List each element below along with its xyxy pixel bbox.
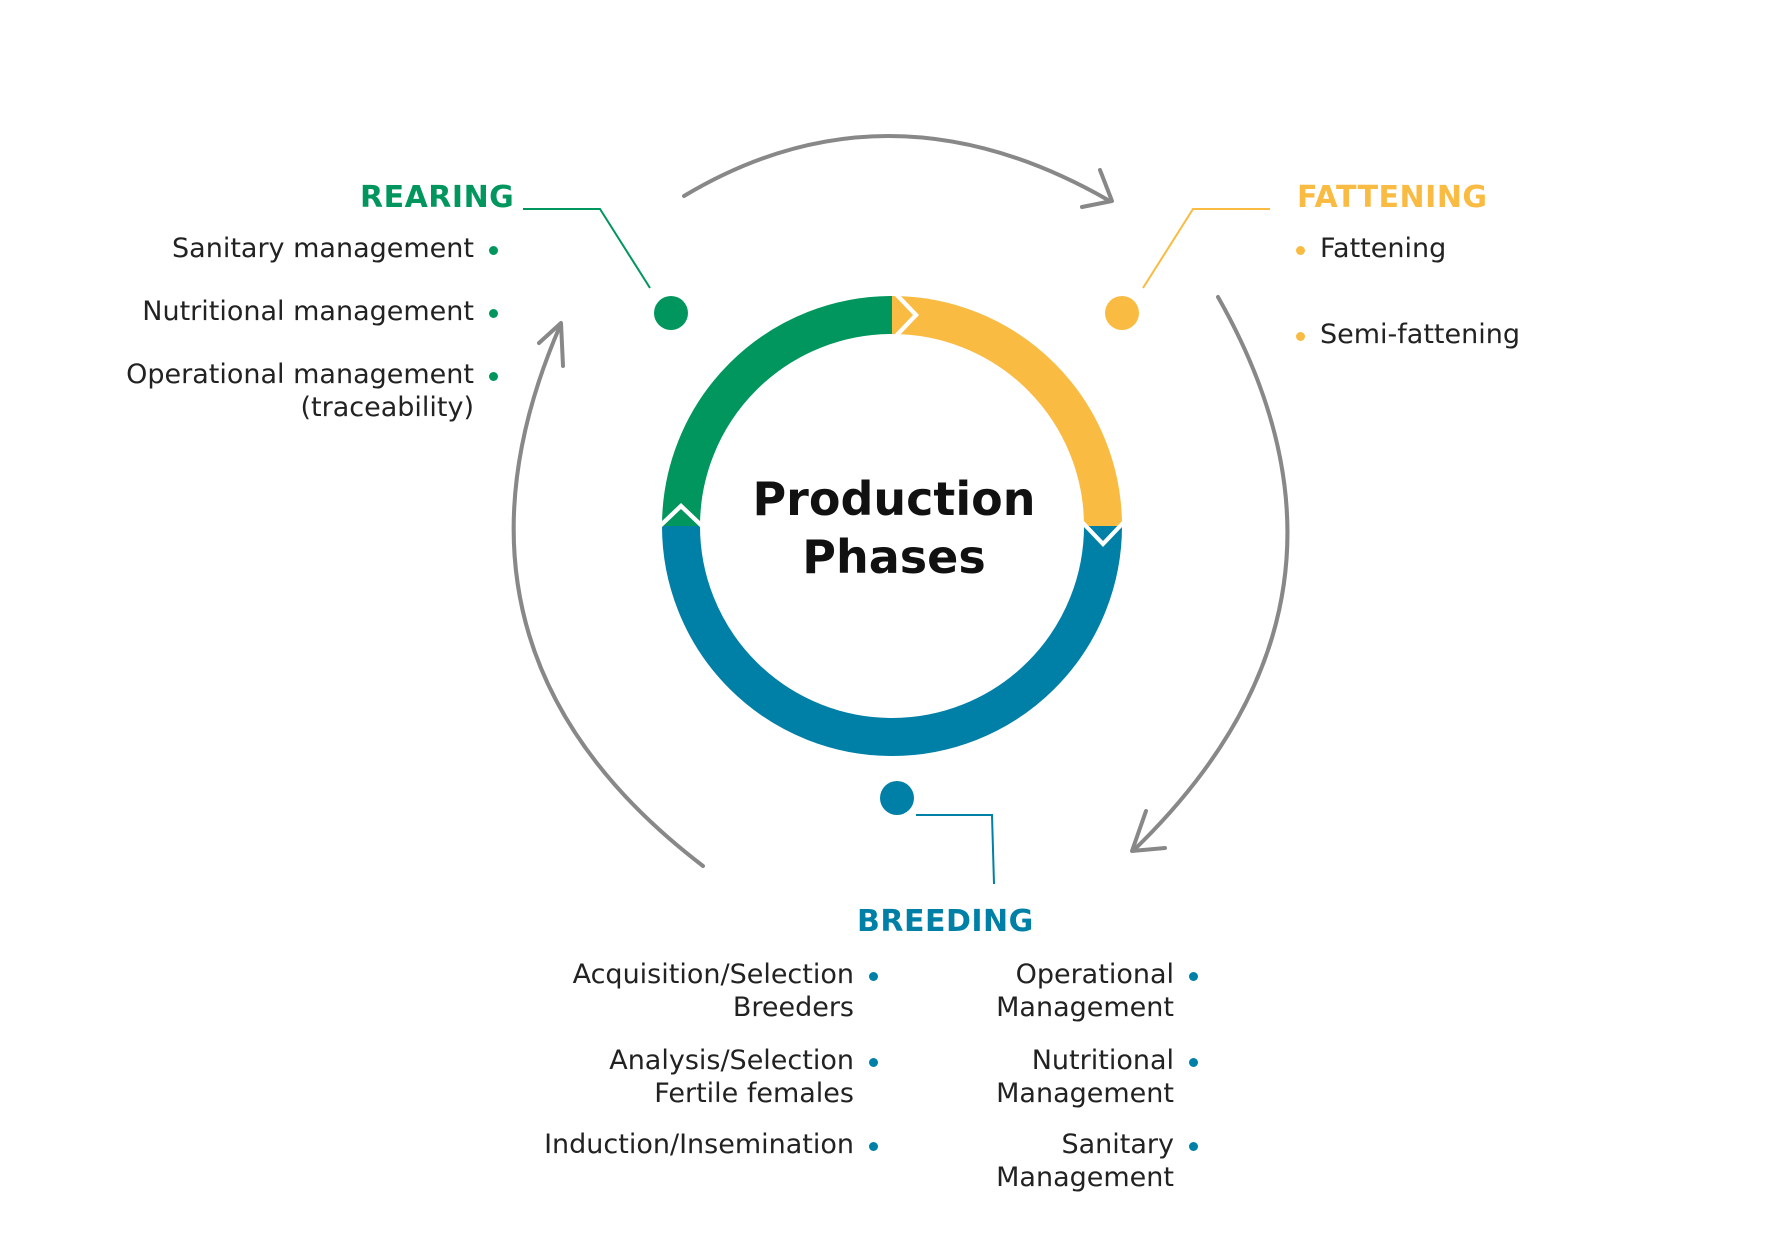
bullet-dot-icon — [489, 372, 498, 381]
breeding-connector-line — [916, 814, 995, 885]
list-item-text: Nutritional — [1031, 1045, 1174, 1076]
list-item-text-line2: Management — [996, 1078, 1174, 1109]
bullet-dot-icon — [1296, 246, 1305, 255]
list-item: Sanitary Management — [938, 1128, 1198, 1194]
ring-segment-fattening — [891, 296, 1122, 527]
center-title-line1: Production — [752, 472, 1036, 526]
breeding-list-right: Operational Management Nutritional Manag… — [938, 958, 1198, 1194]
bullet-dot-icon — [1189, 1142, 1198, 1151]
bullet-dot-icon — [489, 309, 498, 318]
list-item-text-line2: Management — [996, 1162, 1174, 1193]
bullet-dot-icon — [1189, 1058, 1198, 1067]
rearing-title: REARING — [360, 180, 515, 215]
rearing-marker-dot — [654, 296, 688, 330]
bullet-dot-icon — [869, 1142, 878, 1151]
ring-chevron-left-icon — [661, 503, 701, 528]
list-item-text: Operational management — [126, 359, 474, 390]
cycle-arrow-head-right-icon — [1130, 809, 1167, 853]
cycle-arrow-breeding-to-rearing — [511, 324, 705, 868]
fattening-marker-dot — [1105, 296, 1139, 330]
list-item-text: Sanitary — [1061, 1129, 1174, 1160]
list-item-text: Semi-fattening — [1320, 319, 1520, 350]
fattening-title: FATTENING — [1297, 180, 1488, 215]
list-item-text: Induction/Insemination — [544, 1129, 854, 1160]
ring-chevron-top-icon — [893, 294, 919, 336]
bullet-dot-icon — [1189, 972, 1198, 981]
list-item: Fattening — [1296, 232, 1656, 265]
list-item: Induction/Insemination — [438, 1128, 878, 1161]
list-item-text-line2: Management — [996, 992, 1174, 1023]
rearing-list: Sanitary management Nutritional manageme… — [38, 232, 498, 424]
rearing-connector-line — [523, 208, 651, 289]
center-title: Production Phases — [694, 470, 1094, 586]
list-item-text: Fattening — [1320, 233, 1447, 264]
list-item-text: Acquisition/Selection — [572, 959, 854, 990]
list-item: Analysis/Selection Fertile females — [438, 1044, 878, 1110]
list-item-text: Nutritional management — [142, 296, 474, 327]
list-item-text: Analysis/Selection — [609, 1045, 854, 1076]
fattening-list: Fattening Semi-fattening — [1296, 232, 1656, 351]
list-item: Sanitary management — [38, 232, 498, 265]
ring-segment-rearing — [662, 296, 893, 527]
bullet-dot-icon — [869, 972, 878, 981]
list-item-text: Operational — [1015, 959, 1174, 990]
list-item: Acquisition/Selection Breeders — [438, 958, 878, 1024]
cycle-arrow-head-left-icon — [537, 321, 565, 368]
list-item: Operational management (traceability) — [38, 358, 498, 424]
breeding-marker-dot — [880, 781, 914, 815]
cycle-arrow-fattening-to-breeding — [1134, 295, 1290, 850]
ring-segment-breeding — [662, 525, 1122, 756]
list-item: Nutritional Management — [938, 1044, 1198, 1110]
bullet-dot-icon — [869, 1058, 878, 1067]
list-item-text-line2: Fertile females — [654, 1078, 854, 1109]
cycle-arrow-rearing-to-fattening — [682, 134, 1110, 202]
fattening-connector-line — [1142, 208, 1270, 289]
list-item-text: Sanitary management — [172, 233, 474, 264]
breeding-list-left: Acquisition/Selection Breeders Analysis/… — [438, 958, 878, 1161]
list-item-text-line2: (traceability) — [300, 392, 474, 423]
ring-chevron-right-icon — [1083, 520, 1123, 547]
list-item: Nutritional management — [38, 295, 498, 328]
list-item: Operational Management — [938, 958, 1198, 1024]
breeding-title: BREEDING — [857, 904, 1034, 939]
list-item: Semi-fattening — [1296, 318, 1656, 351]
cycle-arrow-head-top-icon — [1080, 168, 1114, 209]
bullet-dot-icon — [1296, 332, 1305, 341]
center-title-line2: Phases — [802, 530, 986, 584]
list-item-text-line2: Breeders — [732, 992, 854, 1023]
bullet-dot-icon — [489, 246, 498, 255]
